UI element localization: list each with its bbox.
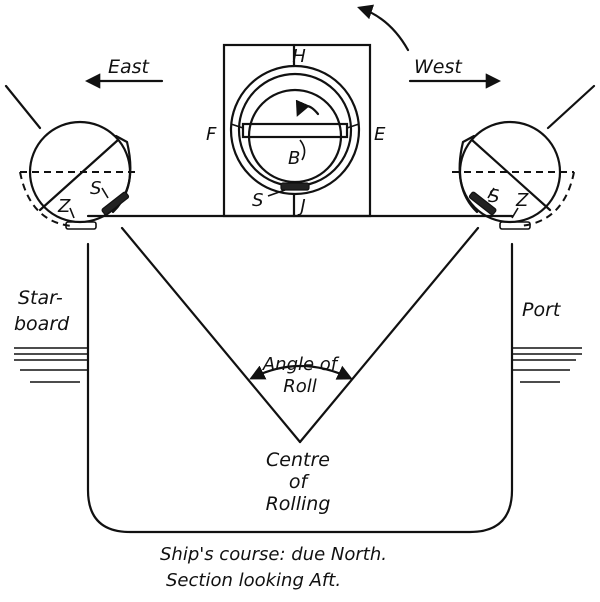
starboard-label-line1: Star- <box>18 287 63 309</box>
water-lines-starboard <box>14 347 88 383</box>
roll-lines <box>120 226 480 444</box>
north-arrow <box>357 4 410 52</box>
starboard-label-z: Z <box>57 196 71 217</box>
centre-of-rolling-line2: of <box>289 471 311 493</box>
port-label-s: S <box>488 186 499 207</box>
gyro-label-b: B <box>288 148 300 169</box>
gyro-label-e: E <box>374 124 386 145</box>
angle-of-roll-arc <box>249 364 353 380</box>
rotation-arrow <box>295 99 320 117</box>
gyro-bar <box>241 122 349 139</box>
water-lines-port <box>512 347 582 383</box>
gyro-label-s: S <box>252 190 263 211</box>
angle-of-roll-line1: Angle of <box>262 354 340 375</box>
centre-of-rolling-line3: Rolling <box>266 493 331 515</box>
gyro-outer-ring <box>229 64 361 196</box>
east-label: East <box>108 56 151 78</box>
centre-of-rolling-line1: Centre <box>266 449 330 471</box>
gyro-label-j: J <box>297 196 305 217</box>
angle-of-roll-line2: Roll <box>283 376 317 397</box>
caption-line1: Ship's course: due North. <box>160 544 387 565</box>
port-label: Port <box>522 299 562 321</box>
starboard-label-s: S <box>90 178 101 199</box>
starboard-unit <box>4 84 138 230</box>
port-unit <box>452 84 596 230</box>
starboard-label-line2: board <box>14 313 70 335</box>
port-label-z: Z <box>515 190 529 211</box>
gyro-housing <box>222 43 372 218</box>
west-label: West <box>414 56 463 78</box>
gyro-label-f: F <box>206 124 217 145</box>
caption-line2: Section looking Aft. <box>166 570 341 591</box>
gyro-pad <box>280 182 310 191</box>
gyro-label-h: H <box>292 46 306 67</box>
